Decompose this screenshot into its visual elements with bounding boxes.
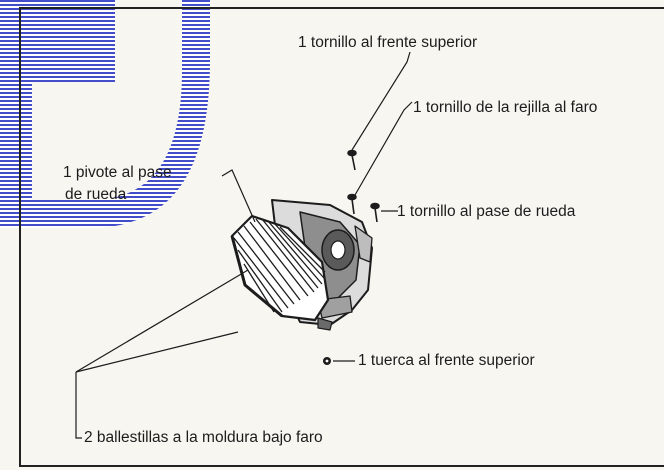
screw-top <box>347 149 357 171</box>
screw-grille <box>347 193 357 215</box>
screw-wheel <box>370 202 380 223</box>
label-wheel-screw: 1 tornillo al pase de rueda <box>397 203 576 220</box>
nut-bottom <box>323 357 331 365</box>
headlamp-assembly <box>230 199 373 331</box>
label-nut: 1 tuerca al frente superior <box>358 352 535 369</box>
label-pivot-line1: 1 pivote al pase <box>63 164 172 181</box>
label-clips: 2 ballestillas a la moldura bajo faro <box>84 429 323 446</box>
label-grille-screw: 1 tornillo de la rejilla al faro <box>413 99 598 116</box>
label-top-screw: 1 tornillo al frente superior <box>298 34 478 51</box>
leader-lines <box>75 51 413 439</box>
diagram-frame <box>19 7 664 467</box>
label-pivot-line2: de rueda <box>65 186 127 203</box>
